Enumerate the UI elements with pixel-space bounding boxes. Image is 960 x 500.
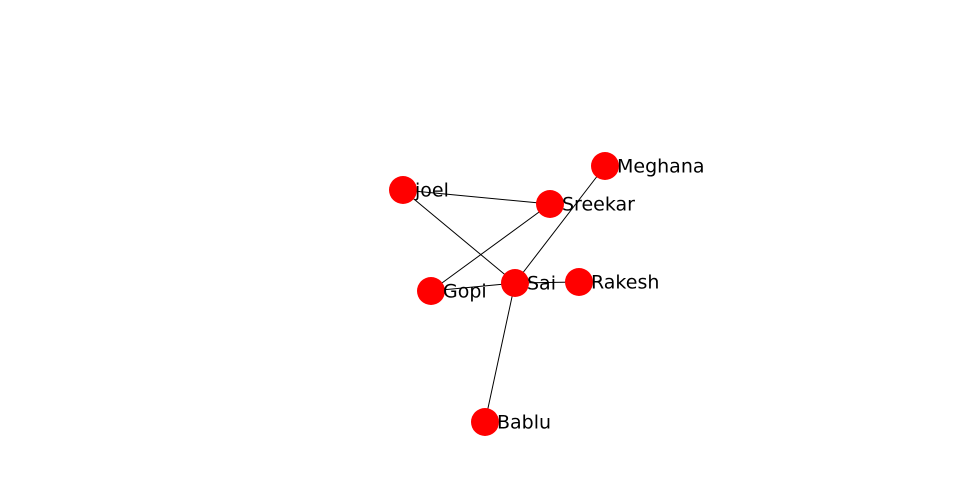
edge-gopi-sai	[430, 282, 516, 292]
node-joel[interactable]	[389, 176, 417, 204]
nodes-layer	[389, 152, 619, 436]
edge-sai-meghana	[514, 165, 606, 284]
node-label-rakesh: Rakesh	[591, 272, 659, 294]
node-meghana[interactable]	[591, 152, 619, 180]
node-sreekar[interactable]	[536, 190, 564, 218]
node-label-sai: Sai	[527, 273, 556, 295]
node-sai[interactable]	[501, 269, 529, 297]
edge-gopi-sreekar	[430, 203, 551, 292]
edge-joel-sai	[402, 189, 516, 284]
edge-joel-sreekar	[402, 189, 551, 205]
edge-sai-bablu	[484, 282, 516, 423]
node-rakesh[interactable]	[565, 268, 593, 296]
node-bablu[interactable]	[471, 408, 499, 436]
node-label-bablu: Bablu	[497, 412, 551, 434]
node-label-joel: joel	[414, 180, 449, 202]
node-label-gopi: Gopi	[443, 281, 487, 303]
node-label-meghana: Meghana	[617, 156, 705, 178]
node-label-sreekar: Sreekar	[562, 194, 635, 216]
node-gopi[interactable]	[417, 277, 445, 305]
